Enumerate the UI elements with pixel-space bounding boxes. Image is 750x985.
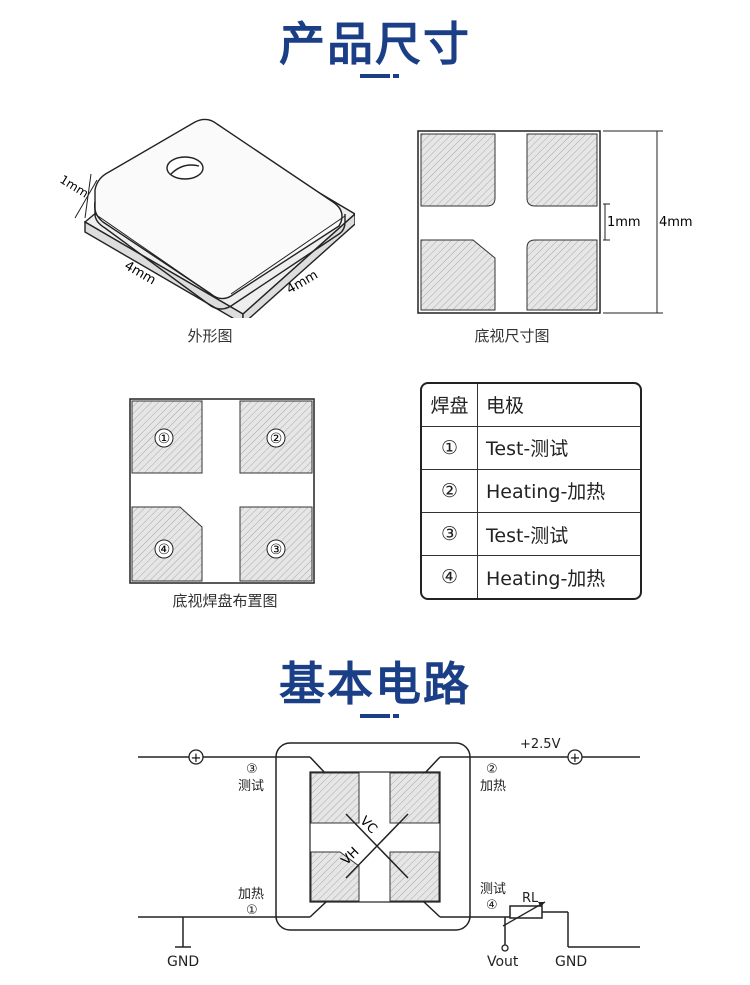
outline-drawing: 1mm 4mm 4mm bbox=[57, 118, 355, 318]
plus-terminal-right: + bbox=[570, 751, 581, 766]
table-row: ③ Test-测试 bbox=[422, 512, 640, 557]
table-cell-pad: ③ bbox=[422, 512, 478, 557]
pin1-number: ① bbox=[246, 903, 258, 918]
table-header-electrode: 电极 bbox=[477, 384, 640, 427]
section-title-dimensions: 产品尺寸 bbox=[279, 17, 471, 71]
pad-layout-caption: 底视焊盘布置图 bbox=[172, 592, 278, 610]
table-row: ① Test-测试 bbox=[422, 425, 640, 470]
pad-layout-drawing: ① ② ③ ④ bbox=[129, 398, 315, 584]
voltage-label: +2.5V bbox=[520, 737, 561, 752]
table-cell-pad: ② bbox=[422, 468, 478, 514]
pin3-number: ③ bbox=[246, 762, 258, 777]
outline-height-label: 1mm bbox=[57, 172, 91, 200]
pin4-label: 测试 bbox=[480, 882, 506, 897]
pin4-number: ④ bbox=[486, 898, 498, 913]
bottom-dimension-caption: 底视尺寸图 bbox=[474, 327, 550, 345]
table-row: ④ Heating-加热 bbox=[422, 555, 640, 598]
gnd-right-label: GND bbox=[555, 954, 587, 970]
title-underline-dot bbox=[393, 74, 399, 78]
basic-circuit-diagram: VC VH + + +2.5V ③ 测试 ② 加热 加热 ① 测试 ④ RL G… bbox=[138, 737, 640, 970]
title-underline bbox=[360, 74, 390, 78]
title-underline-dot bbox=[393, 714, 399, 718]
gap-dimension-label: 1mm bbox=[607, 215, 641, 230]
table-cell-electrode: Test-测试 bbox=[477, 512, 640, 557]
size-dimension-label: 4mm bbox=[659, 215, 693, 230]
table-cell-electrode: Heating-加热 bbox=[477, 555, 640, 598]
pad-1-label: ① bbox=[158, 431, 171, 447]
rl-label: RL bbox=[522, 891, 539, 906]
section-title-circuit: 基本电路 bbox=[279, 657, 471, 711]
table-row: ② Heating-加热 bbox=[422, 468, 640, 514]
table-cell-pad: ④ bbox=[422, 555, 478, 598]
table-cell-pad: ① bbox=[422, 425, 478, 470]
plus-terminal-left: + bbox=[191, 751, 202, 766]
pad-4-label: ④ bbox=[158, 542, 171, 558]
pad-3-label: ③ bbox=[270, 542, 283, 558]
gnd-left-label: GND bbox=[167, 954, 199, 970]
table-header-row: 焊盘 电极 bbox=[422, 384, 640, 427]
pin1-label: 加热 bbox=[238, 887, 264, 902]
pad-electrode-table: 焊盘 电极 ① Test-测试 ② Heating-加热 ③ Test-测试 ④… bbox=[420, 382, 642, 600]
pin3-label: 测试 bbox=[238, 779, 264, 794]
pad-2-label: ② bbox=[270, 431, 283, 447]
vout-label: Vout bbox=[487, 954, 519, 970]
table-cell-electrode: Test-测试 bbox=[477, 425, 640, 470]
bottom-dimension-drawing: 1mm 4mm bbox=[417, 130, 693, 314]
pin2-number: ② bbox=[486, 762, 498, 777]
pin2-label: 加热 bbox=[480, 779, 506, 794]
table-header-pad: 焊盘 bbox=[422, 384, 478, 427]
title-underline bbox=[360, 714, 390, 718]
outline-caption: 外形图 bbox=[187, 327, 233, 345]
table-cell-electrode: Heating-加热 bbox=[477, 468, 640, 514]
